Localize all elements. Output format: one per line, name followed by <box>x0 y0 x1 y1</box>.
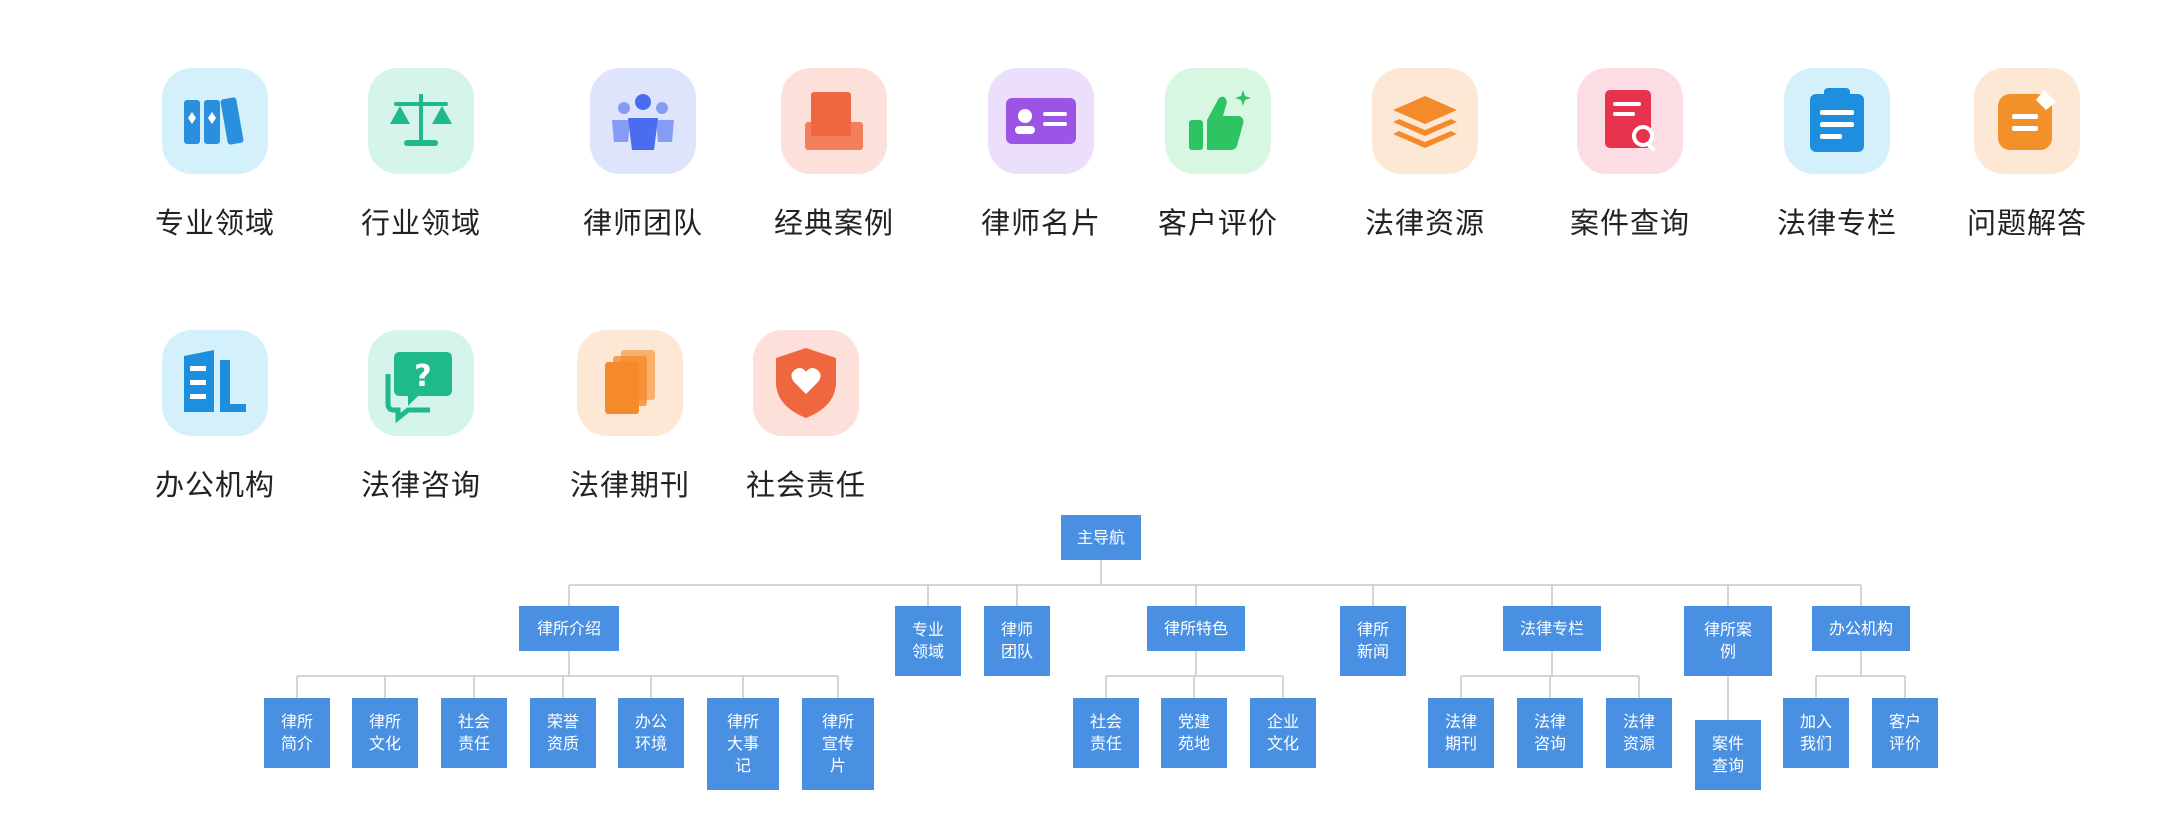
tree-root-node[interactable]: 主导航 <box>1061 515 1141 560</box>
icon-label: 经典案例 <box>773 206 894 240</box>
icon-item[interactable]: 律师团队 <box>548 68 738 242</box>
icon-label: 社会责任 <box>745 468 866 502</box>
shield-heart-icon <box>753 330 859 436</box>
icon-label: 律师团队 <box>582 206 703 240</box>
business-card-icon <box>988 68 1094 174</box>
icon-item[interactable]: ? 法律咨询 <box>326 330 516 504</box>
icon-item[interactable]: 专业领域 <box>120 68 310 242</box>
icon-label: 行业领域 <box>360 206 481 240</box>
icon-item[interactable]: 法律专栏 <box>1742 68 1932 242</box>
chat-question-icon: ? <box>368 330 474 436</box>
tree-leaf-node[interactable]: 法律 咨询 <box>1517 698 1583 768</box>
layers-icon <box>1372 68 1478 174</box>
icon-label: 案件查询 <box>1569 206 1690 240</box>
icon-label: 客户评价 <box>1157 206 1278 240</box>
tree-branch-node[interactable]: 律所 新闻 <box>1340 606 1406 676</box>
note-edit-icon <box>1974 68 2080 174</box>
icon-item[interactable]: 律师名片 <box>946 68 1136 242</box>
tree-branch-node[interactable]: 专业 领域 <box>895 606 961 676</box>
icon-label: 法律期刊 <box>569 468 690 502</box>
icon-item[interactable]: 问题解答 <box>1932 68 2122 242</box>
document-search-icon <box>1577 68 1683 174</box>
tree-leaf-node[interactable]: 社会 责任 <box>1073 698 1139 768</box>
tree-leaf-node[interactable]: 律所 宣传 片 <box>802 698 874 790</box>
icon-item[interactable]: 法律资源 <box>1330 68 1520 242</box>
icon-item[interactable]: 社会责任 <box>711 330 901 504</box>
tree-leaf-node[interactable]: 案件 查询 <box>1695 720 1761 790</box>
team-icon <box>590 68 696 174</box>
icon-item[interactable]: 经典案例 <box>739 68 929 242</box>
tree-branch-node[interactable]: 律所介绍 <box>519 606 619 651</box>
case-folder-icon <box>781 68 887 174</box>
icon-label: 法律咨询 <box>360 468 481 502</box>
journals-icon <box>577 330 683 436</box>
tree-leaf-node[interactable]: 律所 大事 记 <box>707 698 779 790</box>
icon-item[interactable]: 办公机构 <box>120 330 310 504</box>
tree-leaf-node[interactable]: 党建 苑地 <box>1161 698 1227 768</box>
icon-item[interactable]: 客户评价 <box>1123 68 1313 242</box>
icon-item[interactable]: 案件查询 <box>1535 68 1725 242</box>
tree-branch-node[interactable]: 法律专栏 <box>1503 606 1601 651</box>
tree-leaf-node[interactable]: 办公 环境 <box>618 698 684 768</box>
tree-leaf-node[interactable]: 律所 文化 <box>352 698 418 768</box>
tree-branch-node[interactable]: 律师 团队 <box>984 606 1050 676</box>
tree-leaf-node[interactable]: 荣誉 资质 <box>530 698 596 768</box>
icon-label: 法律专栏 <box>1776 206 1897 240</box>
icon-label: 专业领域 <box>154 206 275 240</box>
tree-leaf-node[interactable]: 加入 我们 <box>1783 698 1849 768</box>
tree-leaf-node[interactable]: 法律 资源 <box>1606 698 1672 768</box>
tree-branch-node[interactable]: 律所特色 <box>1147 606 1245 651</box>
icon-item[interactable]: 行业领域 <box>326 68 516 242</box>
office-building-icon <box>162 330 268 436</box>
tree-leaf-node[interactable]: 律所 简介 <box>264 698 330 768</box>
icon-item[interactable]: 法律期刊 <box>535 330 725 504</box>
thumbs-up-icon <box>1165 68 1271 174</box>
tree-leaf-node[interactable]: 法律 期刊 <box>1428 698 1494 768</box>
tree-branch-node[interactable]: 办公机构 <box>1812 606 1910 651</box>
icon-label: 法律资源 <box>1364 206 1485 240</box>
clipboard-icon <box>1784 68 1890 174</box>
icon-label: 律师名片 <box>980 206 1101 240</box>
tree-leaf-node[interactable]: 社会 责任 <box>441 698 507 768</box>
scales-icon <box>368 68 474 174</box>
icon-label: 问题解答 <box>1966 206 2087 240</box>
tree-leaf-node[interactable]: 客户 评价 <box>1872 698 1938 768</box>
tree-branch-node[interactable]: 律所案 例 <box>1684 606 1772 676</box>
tree-leaf-node[interactable]: 企业 文化 <box>1250 698 1316 768</box>
svg-text:?: ? <box>414 359 431 394</box>
icon-label: 办公机构 <box>154 468 275 502</box>
books-icon <box>162 68 268 174</box>
